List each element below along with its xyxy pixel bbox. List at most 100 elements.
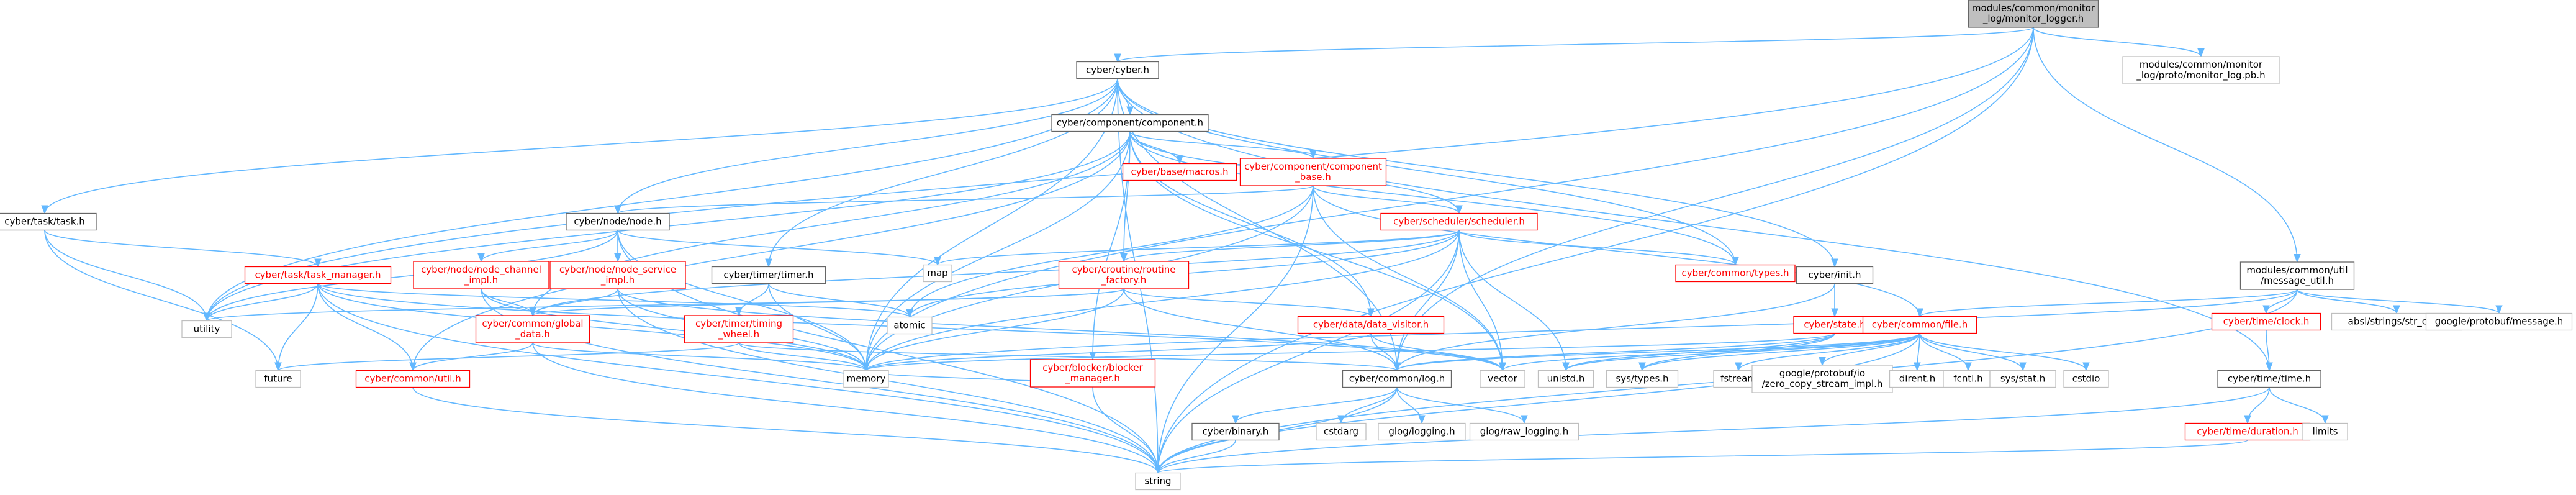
node-box	[684, 315, 794, 343]
node-routine-factory-h[interactable]: cyber/croutine/routine_factory.h	[1058, 261, 1190, 289]
node-data-visitor-h[interactable]: cyber/data/data_visitor.h	[1297, 316, 1445, 334]
node-message-util-h[interactable]: modules/common/util/message_util.h	[2239, 261, 2355, 290]
node-label: glog/logging.h	[1388, 426, 1455, 437]
node-box	[1029, 359, 1156, 388]
node-box	[1989, 370, 2056, 388]
node-timing-wheel-h[interactable]: cyber/timer/timing_wheel.h	[684, 315, 794, 343]
node-box	[1135, 472, 1181, 491]
node-map[interactable]: map	[923, 264, 952, 283]
node-label: cstdarg	[1324, 426, 1358, 437]
node-label: cyber/time/clock.h	[2223, 316, 2310, 327]
edge-message_util_h-to-protobuf_message_h	[2297, 289, 2503, 314]
edge-component_h-to-util_h	[409, 131, 1131, 371]
edge-file_h-to-string	[1154, 333, 1920, 474]
node-sys-types-h[interactable]: sys/types.h	[1606, 370, 1679, 388]
node-zero-copy-h[interactable]: google/protobuf/io/zero_copy_stream_impl…	[1751, 365, 1893, 393]
node-component-h[interactable]: cyber/component/component.h	[1051, 114, 1209, 132]
node-box	[1469, 422, 1579, 441]
node-box	[887, 316, 933, 335]
edge-root-to-memory	[862, 27, 2034, 371]
node-monitor-pb[interactable]: modules/common/monitor_log/proto/monitor…	[2122, 56, 2280, 84]
node-label: modules/common/monitor	[2140, 59, 2263, 70]
node-cstdarg[interactable]: cstdarg	[1316, 422, 1367, 441]
node-box	[255, 370, 301, 388]
edge-message_util_h-to-file_h	[1916, 289, 2298, 317]
node-scheduler-h[interactable]: cyber/scheduler/scheduler.h	[1380, 212, 1538, 231]
edge-component_base_h-to-string	[1154, 185, 1314, 474]
node-utility[interactable]: utility	[181, 320, 232, 338]
node-types-h[interactable]: cyber/common/types.h	[1675, 264, 1796, 283]
node-label: cyber/binary.h	[1203, 426, 1269, 437]
edge-task_manager_h-to-atomic	[317, 283, 913, 318]
node-label: cyber/node/node_channel	[421, 264, 541, 276]
node-vector[interactable]: vector	[1480, 370, 1525, 388]
node-box	[2239, 261, 2355, 290]
node-state-h[interactable]: cyber/state.h	[1793, 316, 1876, 334]
edge-file_h-to-vector	[1499, 332, 1920, 371]
edge-root-to-monitor_pb	[2033, 27, 2205, 58]
edge-node_h-to-utility	[203, 230, 618, 322]
node-binary-h[interactable]: cyber/binary.h	[1191, 422, 1280, 441]
node-clock-h[interactable]: cyber/time/clock.h	[2211, 312, 2321, 331]
node-unistd-h[interactable]: unistd.h	[1537, 370, 1594, 388]
edge-time_h-to-duration_h	[2244, 387, 2270, 424]
node-label: cyber/init.h	[1808, 270, 1861, 281]
node-component-base-h[interactable]: cyber/component/component_base.h	[1239, 158, 1387, 186]
node-root[interactable]: modules/common/monitor_log/monitor_logge…	[1968, 0, 2099, 28]
edge-component_base_h-to-file_h	[1313, 185, 1923, 317]
edge-log_h-to-glog_raw_logging_h	[1396, 387, 1528, 424]
node-blocker-manager-h[interactable]: cyber/blocker/blocker_manager.h	[1029, 359, 1156, 388]
edge-task_h-to-task_manager_h	[44, 230, 322, 268]
node-limits[interactable]: limits	[2302, 422, 2348, 441]
edge-file_h-to-fcntl_h	[1919, 333, 1972, 371]
node-task-manager-h[interactable]: cyber/task/task_manager.h	[244, 266, 392, 284]
node-node-channel-impl-h[interactable]: cyber/node/node_channel_impl.h	[413, 261, 549, 289]
edge-file_h-to-cstdio	[1919, 333, 2090, 371]
node-timer-h[interactable]: cyber/timer/timer.h	[711, 266, 826, 284]
node-atomic[interactable]: atomic	[887, 316, 933, 335]
node-label: cyber/base/macros.h	[1131, 166, 1228, 178]
node-future[interactable]: future	[255, 370, 301, 388]
edge-scheduler_h-to-types_h	[1458, 230, 1739, 266]
edge-file_h-to-unistd_h	[1562, 333, 1920, 371]
node-label: cyber/node/node.h	[574, 216, 661, 227]
edge-component_base_h-to-vector	[1313, 185, 1506, 371]
node-util-h[interactable]: cyber/common/util.h	[355, 370, 471, 388]
node-label: vector	[1488, 373, 1517, 384]
node-log-h[interactable]: cyber/common/log.h	[1342, 370, 1452, 388]
node-task-h[interactable]: cyber/task/task.h	[0, 212, 97, 231]
node-cstdio[interactable]: cstdio	[2063, 370, 2109, 388]
node-cyber-h[interactable]: cyber/cyber.h	[1076, 61, 1159, 79]
node-fcntl-h[interactable]: fcntl.h	[1943, 370, 1994, 388]
node-file-h[interactable]: cyber/common/file.h	[1862, 316, 1977, 334]
node-box	[2063, 370, 2109, 388]
node-label: cyber/node/node_service	[559, 264, 676, 276]
edge-task_manager_h-to-utility	[203, 283, 319, 322]
node-label: cyber/time/time.h	[2228, 373, 2311, 384]
node-node-service-impl-h[interactable]: cyber/node/node_service_impl.h	[549, 261, 686, 289]
node-label: _manager.h	[1065, 373, 1120, 384]
node-box	[1342, 370, 1452, 388]
node-global-data-h[interactable]: cyber/common/global_data.h	[475, 315, 590, 343]
node-box	[0, 212, 97, 231]
node-label: cyber/timer/timing	[695, 318, 782, 329]
node-dirent-h[interactable]: dirent.h	[1889, 370, 1946, 388]
node-glog-raw-logging-h[interactable]: glog/raw_logging.h	[1469, 422, 1579, 441]
node-init-h[interactable]: cyber/init.h	[1796, 266, 1874, 284]
node-node-h[interactable]: cyber/node/node.h	[566, 212, 670, 231]
node-memory[interactable]: memory	[843, 370, 889, 388]
edge-scheduler_h-to-vector	[1458, 230, 1506, 371]
node-string[interactable]: string	[1135, 472, 1181, 491]
node-protobuf-message-h[interactable]: google/protobuf/message.h	[2425, 312, 2573, 331]
node-time-h[interactable]: cyber/time/time.h	[2217, 370, 2321, 388]
node-duration-h[interactable]: cyber/time/duration.h	[2184, 422, 2311, 441]
edge-time_h-to-string	[1154, 387, 2270, 474]
node-sys-stat-h[interactable]: sys/stat.h	[1989, 370, 2056, 388]
edge-task_h-to-utility	[44, 230, 210, 322]
node-glog-logging-h[interactable]: glog/logging.h	[1378, 422, 1466, 441]
edge-data_visitor_h-to-memory	[862, 332, 1372, 371]
edge-util_h-to-string	[412, 387, 1162, 474]
edge-timing_wheel_h-to-memory	[738, 342, 870, 371]
edge-routine_factory_h-to-memory	[862, 288, 1124, 371]
node-macros-h[interactable]: cyber/base/macros.h	[1122, 163, 1237, 181]
